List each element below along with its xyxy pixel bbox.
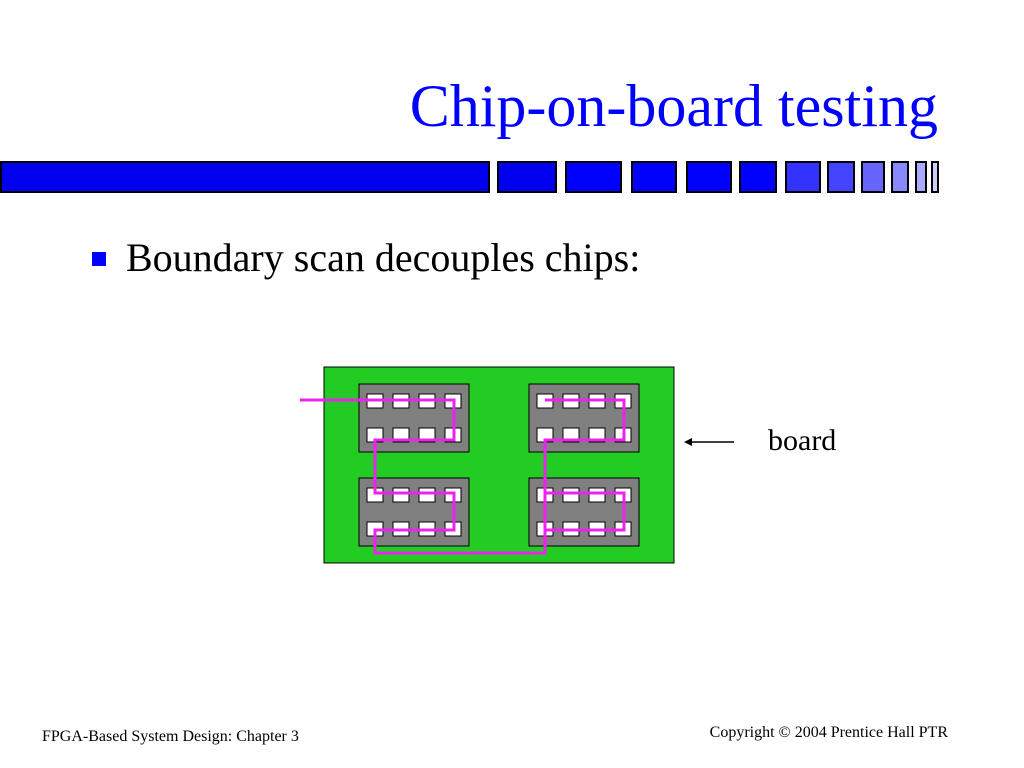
title-bar-segment	[497, 161, 557, 193]
bullet-text: Boundary scan decouples chips:	[126, 235, 641, 280]
board-arrow	[684, 438, 734, 446]
bullet-marker	[92, 252, 106, 266]
board-label: board	[768, 424, 837, 457]
footer-left: FPGA-Based System Design: Chapter 3	[42, 728, 299, 745]
title-underline-bar	[0, 161, 939, 193]
title-bar-segment	[827, 161, 855, 193]
title-bar-segment	[565, 161, 622, 193]
slide-title: Chip-on-board testing	[409, 73, 938, 139]
chip	[358, 477, 470, 547]
title-bar-segment	[891, 161, 909, 193]
title-bar-segment	[739, 161, 777, 193]
title-bar-segment	[785, 161, 821, 193]
title-bar-segment	[861, 161, 885, 193]
scan-path	[300, 398, 626, 555]
title-bar-segment	[915, 161, 927, 193]
title-bar-segment	[931, 161, 939, 193]
chip	[528, 477, 640, 547]
title-bar-segment	[0, 161, 490, 193]
title-bar-segment	[631, 161, 677, 193]
footer-right: Copyright © 2004 Prentice Hall PTR	[709, 724, 948, 741]
title-bar-segment	[686, 161, 732, 193]
